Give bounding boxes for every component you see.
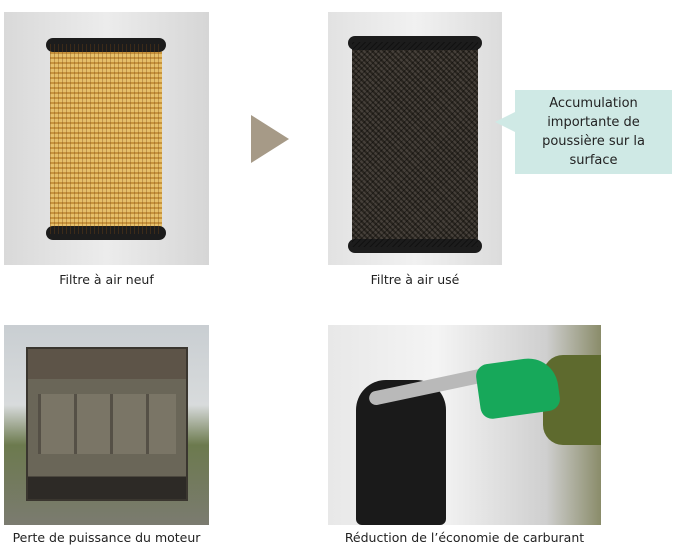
caption-engine-power: Perte de puissance du moteur xyxy=(12,530,201,545)
caption-fuel-economy: Réduction de l’économie de carburant xyxy=(344,530,585,545)
filter-bottom-cap xyxy=(46,226,166,240)
play-triangle-icon xyxy=(251,115,289,163)
filter-top-cap xyxy=(46,38,166,52)
used-air-filter-image xyxy=(328,12,502,265)
callout-text: Accumulation importante de poussière sur… xyxy=(542,96,645,168)
truck-shape xyxy=(26,347,188,501)
fuel-pump-image xyxy=(328,325,601,525)
filter-bottom-cap xyxy=(348,239,482,253)
new-air-filter-image xyxy=(4,12,209,265)
caption-new-filter: Filtre à air neuf xyxy=(59,272,154,287)
used-filter-shape xyxy=(348,36,482,253)
caption-used-filter: Filtre à air usé xyxy=(370,272,460,287)
new-filter-shape xyxy=(46,38,166,240)
dust-callout: Accumulation importante de poussière sur… xyxy=(495,90,672,174)
truck-image xyxy=(4,325,209,525)
pump-shape xyxy=(356,380,446,525)
filter-top-cap xyxy=(348,36,482,50)
